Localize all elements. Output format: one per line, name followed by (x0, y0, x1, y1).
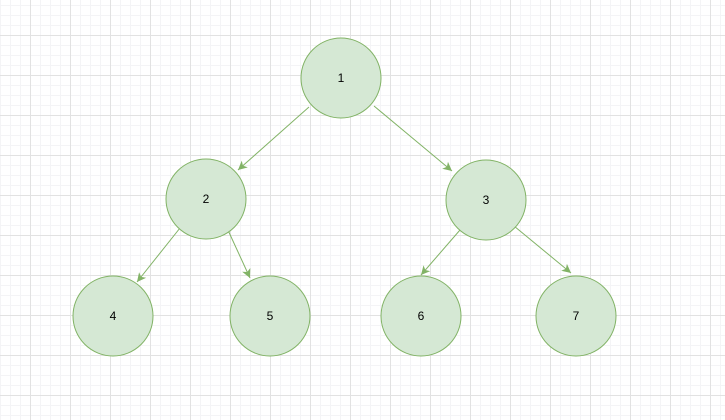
tree-edge-2-5[interactable] (226, 227, 251, 279)
node-label: 5 (267, 309, 274, 323)
node-label: 4 (110, 309, 117, 323)
tree-node-7[interactable]: 7 (535, 275, 617, 357)
tree-edge-3-7[interactable] (513, 225, 572, 274)
tree-node-3[interactable]: 3 (445, 159, 527, 241)
node-label: 6 (418, 309, 425, 323)
node-circle[interactable] (535, 275, 617, 357)
tree-node-2[interactable]: 2 (165, 158, 247, 240)
node-circle[interactable] (445, 159, 527, 241)
node-circle[interactable] (300, 37, 382, 119)
tree-node-5[interactable]: 5 (229, 275, 311, 357)
node-label: 7 (573, 309, 580, 323)
node-label: 2 (203, 192, 210, 206)
node-label: 1 (338, 71, 345, 85)
tree-edge-3-6[interactable] (420, 229, 461, 276)
tree-edge-1-2[interactable] (237, 106, 310, 171)
tree-node-4[interactable]: 4 (72, 275, 154, 357)
node-circle[interactable] (380, 275, 462, 357)
node-circle[interactable] (229, 275, 311, 357)
node-circle[interactable] (165, 158, 247, 240)
node-label: 3 (483, 193, 490, 207)
tree-edge-1-3[interactable] (373, 105, 453, 172)
tree-node-1[interactable]: 1 (300, 37, 382, 119)
tree-edge-2-4[interactable] (136, 227, 181, 283)
tree-node-6[interactable]: 6 (380, 275, 462, 357)
node-circle[interactable] (72, 275, 154, 357)
